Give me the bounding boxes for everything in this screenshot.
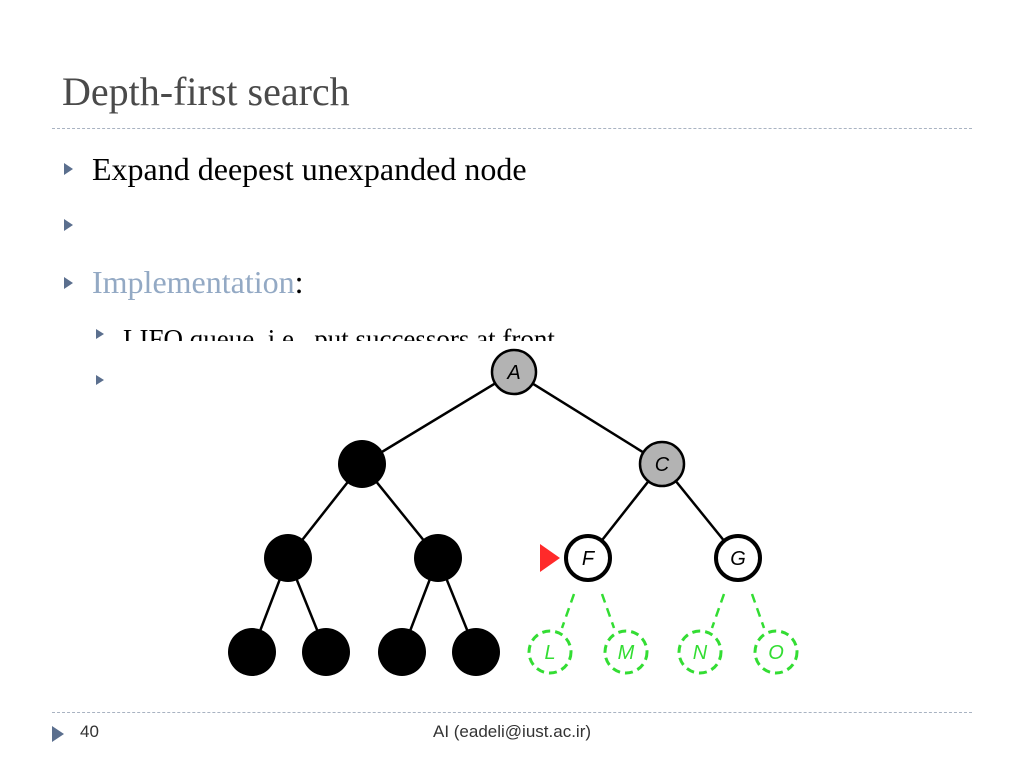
footer-divider (52, 712, 972, 713)
node-d (264, 534, 312, 582)
dfs-tree-diagram: A C F G L M N (228, 348, 799, 676)
edge-a-c (513, 370, 663, 466)
bullet-arrow-icon (64, 277, 73, 289)
node-l: L (527, 629, 573, 675)
current-node-marker-icon (540, 544, 560, 572)
edge-a-b (361, 370, 515, 466)
bullet-implementation: Implementation: (92, 266, 304, 298)
edge-g-o (750, 593, 766, 629)
node-e (414, 534, 462, 582)
node-f: F (564, 534, 612, 582)
node-k (452, 628, 500, 676)
subbullet-arrow-icon (96, 329, 104, 339)
node-i (302, 628, 350, 676)
tree-edges-unexplored (560, 593, 766, 629)
title-divider (52, 128, 972, 129)
node-a-label: A (506, 362, 520, 384)
node-g: G (714, 534, 762, 582)
slide-title: Depth-first search (62, 69, 350, 114)
implementation-link[interactable]: Implementation (92, 264, 295, 300)
implementation-colon: : (294, 264, 304, 300)
node-f-label: F (582, 548, 596, 570)
bullet-expand: Expand deepest unexpanded node (92, 151, 527, 187)
bullet-arrow-icon (64, 219, 73, 231)
edge-g-n (710, 593, 726, 629)
node-n: N (677, 629, 723, 675)
edge-f-l (560, 593, 576, 629)
node-m: M (603, 629, 649, 675)
node-l-label: L (544, 642, 555, 664)
tree-edges (250, 370, 739, 653)
node-o-label: O (768, 642, 784, 664)
bullet-arrow-icon (64, 163, 73, 175)
node-j (378, 628, 426, 676)
node-c: C (638, 440, 686, 488)
node-o: O (753, 629, 799, 675)
node-m-label: M (618, 642, 635, 664)
subbullet-lifo-clip: LIFO queue, i.e., put successors at fron… (120, 325, 680, 342)
node-c-label: C (655, 454, 670, 476)
node-a: A (490, 348, 538, 396)
footer-arrow-icon (52, 726, 64, 742)
page-number: 40 (80, 722, 99, 741)
subbullet-arrow-icon (96, 375, 104, 385)
node-b (338, 440, 386, 488)
subbullet-lifo: LIFO queue, i.e., put successors at fron… (123, 325, 555, 342)
node-g-label: G (730, 548, 746, 570)
node-n-label: N (693, 642, 708, 664)
footer-credit: AI (eadeli@iust.ac.ir) (432, 722, 592, 741)
node-h (228, 628, 276, 676)
edge-f-m (600, 593, 616, 629)
